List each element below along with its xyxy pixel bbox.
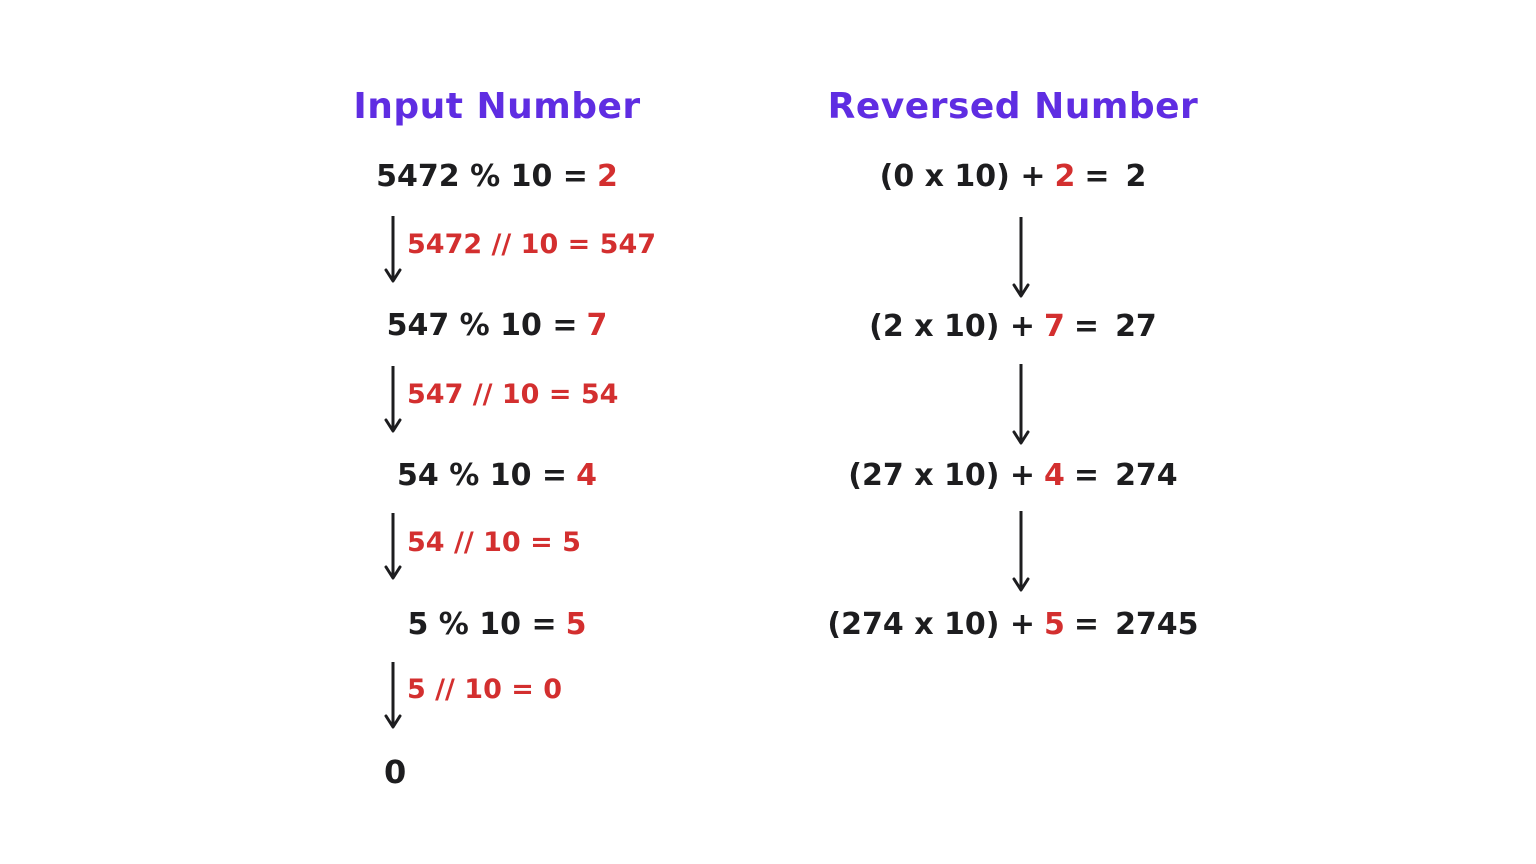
floordiv-label: 5472 // 10 = 547 (407, 229, 657, 260)
reversed-column-heading: Reversed Number (827, 86, 1199, 127)
mod-equation: 5472 % 10 =2 (327, 155, 667, 199)
mod-equation: 547 % 10 =7 (327, 304, 667, 348)
reverse-expression: (2 x 10) + (869, 309, 1036, 344)
down-arrow-icon (384, 216, 402, 283)
input-column-heading: Input Number (353, 86, 641, 127)
equals-sign: = (1073, 309, 1100, 344)
floordiv-label: 5 // 10 = 0 (407, 674, 563, 705)
added-digit: 2 (1054, 159, 1076, 194)
accumulated-result: 27 (1115, 309, 1157, 344)
reverse-equation: (27 x 10) +4= 274 (793, 454, 1233, 498)
down-arrow-icon (1012, 217, 1030, 298)
down-arrow-icon (384, 662, 402, 729)
reverse-equation: (2 x 10) +7= 27 (793, 305, 1233, 349)
final-quotient-value: 0 (384, 753, 407, 791)
accumulated-result: 274 (1115, 458, 1178, 493)
remainder-value: 2 (596, 159, 618, 194)
mod-expression: 54 % 10 = (397, 458, 568, 493)
remainder-value: 7 (586, 308, 608, 343)
equals-sign: = (1084, 159, 1110, 194)
reverse-expression: (274 x 10) + (827, 607, 1036, 642)
mod-expression: 5472 % 10 = (376, 159, 588, 194)
equals-sign: = (1073, 458, 1100, 493)
reverse-equation: (0 x 10) +2=2 (793, 155, 1233, 199)
reverse-expression: (0 x 10) + (879, 159, 1046, 194)
equals-sign: = (1073, 607, 1100, 642)
down-arrow-icon (384, 513, 402, 580)
added-digit: 7 (1044, 309, 1065, 344)
floordiv-label: 547 // 10 = 54 (407, 379, 619, 410)
mod-expression: 547 % 10 = (386, 308, 578, 343)
added-digit: 4 (1044, 458, 1065, 493)
remainder-value: 5 (565, 607, 587, 642)
accumulated-result: 2 (1125, 159, 1147, 194)
reverse-equation: (274 x 10) +5= 2745 (793, 603, 1233, 647)
mod-equation: 5 % 10 =5 (327, 603, 667, 647)
accumulated-result: 2745 (1115, 607, 1199, 642)
down-arrow-icon (1012, 364, 1030, 445)
floordiv-label: 54 // 10 = 5 (407, 527, 581, 558)
remainder-value: 4 (576, 458, 597, 493)
mod-expression: 5 % 10 = (407, 607, 557, 642)
mod-equation: 54 % 10 =4 (327, 454, 667, 498)
down-arrow-icon (384, 366, 402, 433)
added-digit: 5 (1044, 607, 1065, 642)
down-arrow-icon (1012, 511, 1030, 592)
reverse-expression: (27 x 10) + (848, 458, 1036, 493)
